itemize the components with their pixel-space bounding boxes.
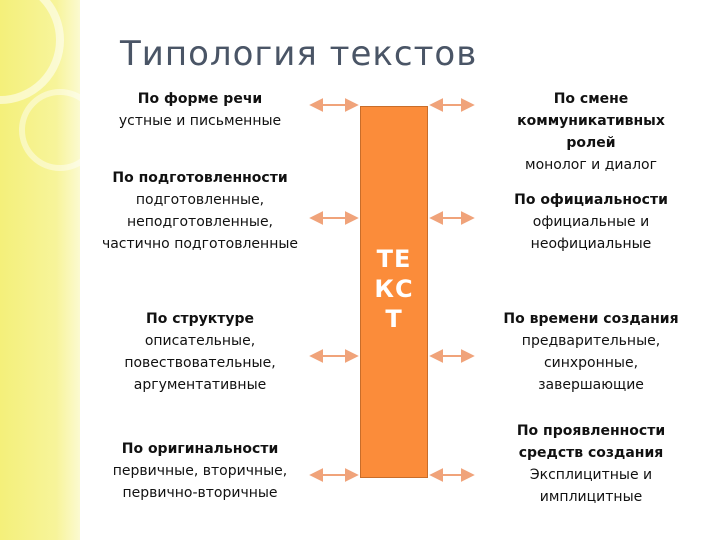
category-heading: средств создания [518,445,664,461]
center-label: ТЕ КС Т [360,244,428,334]
category-item: официальные и [532,214,650,230]
category-heading: ролей [566,135,616,151]
category-item: неофициальные [530,236,652,252]
center-label-line: ТЕ [376,245,412,273]
category-item: Эксплицитные и [529,467,653,483]
decorative-circles [0,0,101,171]
category-item: устные и письменные [118,113,282,129]
category-item: аргументативные [133,377,267,393]
category-heading: По подготовленности [112,170,288,186]
category-originality: По оригинальности первичные, вторичные, … [85,438,315,504]
category-item: синхронные, [543,355,639,371]
category-item: первичные, вторичные, [112,463,288,479]
center-label-line: КС [374,275,414,303]
center-label-line: Т [385,305,403,333]
category-structure: По структуре описательные, повествовател… [85,308,315,396]
category-heading: коммуникативных [517,113,665,129]
category-heading: По структуре [145,311,255,327]
category-item: повествовательные, [124,355,276,371]
category-item: предварительные, [521,333,661,349]
category-item: монолог и диалог [525,157,657,173]
category-heading: По форме речи [137,91,263,107]
category-heading: По оригинальности [121,441,279,457]
category-item: подготовленные, [135,192,265,208]
center-text-bar [360,106,428,478]
category-roles: По смене коммуникативных ролей монолог и… [476,88,706,176]
category-creation-time: По времени создания предварительные, син… [476,308,706,396]
category-preparedness: По подготовленности подготовленные, непо… [85,167,315,255]
category-item: завершающие [538,377,644,393]
category-item: частично подготовленные [101,236,299,252]
category-item: имплицитные [539,489,643,505]
category-heading: По времени создания [503,311,679,327]
category-heading: По смене [553,91,629,107]
category-item: неподготовленные, [126,214,274,230]
decorative-side-band [0,0,80,540]
category-means: По проявленности средств создания Экспли… [476,420,706,508]
page-title: Типология текстов [120,34,478,74]
category-heading: По официальности [514,192,668,208]
category-item: первично-вторичные [122,485,278,501]
category-heading: По проявленности [516,423,666,439]
category-form: По форме речи устные и письменные [85,88,315,132]
category-officiality: По официальности официальные и неофициал… [476,189,706,255]
category-item: описательные, [144,333,256,349]
